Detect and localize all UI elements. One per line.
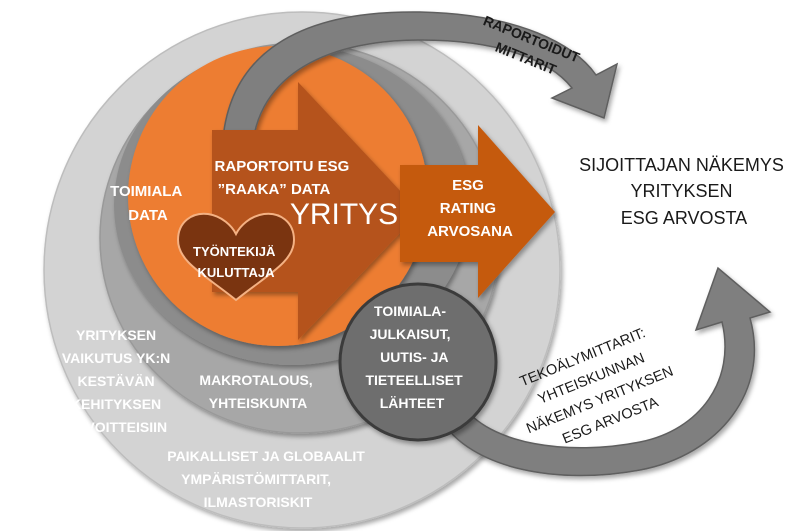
- label-line: KULUTTAJA: [197, 265, 275, 280]
- label-line: LÄHTEET: [380, 395, 445, 411]
- label-line: DATA: [128, 207, 168, 224]
- label-esg-rating: ESG RATING ARVOSANA: [427, 177, 513, 240]
- label-line: YMPÄRISTÖMITTARIT,: [181, 471, 331, 487]
- curved-arrow-top: [221, 11, 619, 159]
- curved-arrow-bottom: [438, 266, 772, 477]
- label-paikalliset: PAIKALLISET JA GLOBAALIT YMPÄRISTÖMITTAR…: [167, 448, 368, 510]
- label-line: KEHITYKSEN: [71, 396, 161, 412]
- label-line: UUTIS- JA: [380, 349, 448, 365]
- label-line: TIETEELLISET: [365, 372, 463, 388]
- label-line: VAIKUTUS YK:N: [62, 350, 170, 366]
- label-yritys: YRITYS: [290, 198, 398, 231]
- label-line: TAVOITTEISIIN: [69, 419, 167, 435]
- source-circle: [338, 282, 498, 442]
- label-line: TOIMIALA: [110, 183, 182, 200]
- label-line: MAKROTALOUS,: [199, 372, 312, 388]
- label-line: RATING: [440, 200, 496, 217]
- label-line: YHTEISKUNTA: [209, 395, 308, 411]
- label-line: ILMASTORISKIT: [204, 494, 313, 510]
- label-line: ESG: [452, 177, 484, 194]
- label-line: TOIMIALA-: [374, 303, 446, 319]
- label-line: SIJOITTAJAN NÄKEMYS: [579, 155, 784, 175]
- label-line: RAPORTOITU ESG: [215, 158, 350, 175]
- label-line: TYÖNTEKIJÄ: [193, 244, 276, 259]
- label-line: ESG ARVOSTA: [621, 208, 747, 228]
- label-line: YRITYKSEN: [630, 181, 732, 201]
- label-tyontekija: TYÖNTEKIJÄ KULUTTAJA: [193, 244, 279, 280]
- label-toimialajulkaisut: TOIMIALA- JULKAISUT, UUTIS- JA TIETEELLI…: [365, 303, 466, 411]
- esg-rating-arrow: [400, 125, 555, 298]
- label-toimiala-data: TOIMIALA DATA: [110, 183, 186, 224]
- label-line: PAIKALLISET JA GLOBAALIT: [167, 448, 365, 464]
- label-line: YRITYKSEN: [76, 327, 156, 343]
- label-line: ARVOSANA: [427, 223, 513, 240]
- label-sijoittajan: SIJOITTAJAN NÄKEMYS YRITYKSEN ESG ARVOST…: [579, 155, 789, 228]
- label-raportoitu: RAPORTOITU ESG ”RAAKA” DATA: [215, 158, 354, 198]
- label-line: JULKAISUT,: [370, 326, 451, 342]
- label-yk: YRITYKSEN VAIKUTUS YK:N KESTÄVÄN KEHITYK…: [62, 327, 174, 435]
- label-line: ”RAAKA” DATA: [218, 181, 331, 198]
- label-makrotalous: MAKROTALOUS, YHTEISKUNTA: [199, 372, 316, 411]
- label-line: KESTÄVÄN: [78, 373, 155, 389]
- heart-shape: [176, 212, 296, 302]
